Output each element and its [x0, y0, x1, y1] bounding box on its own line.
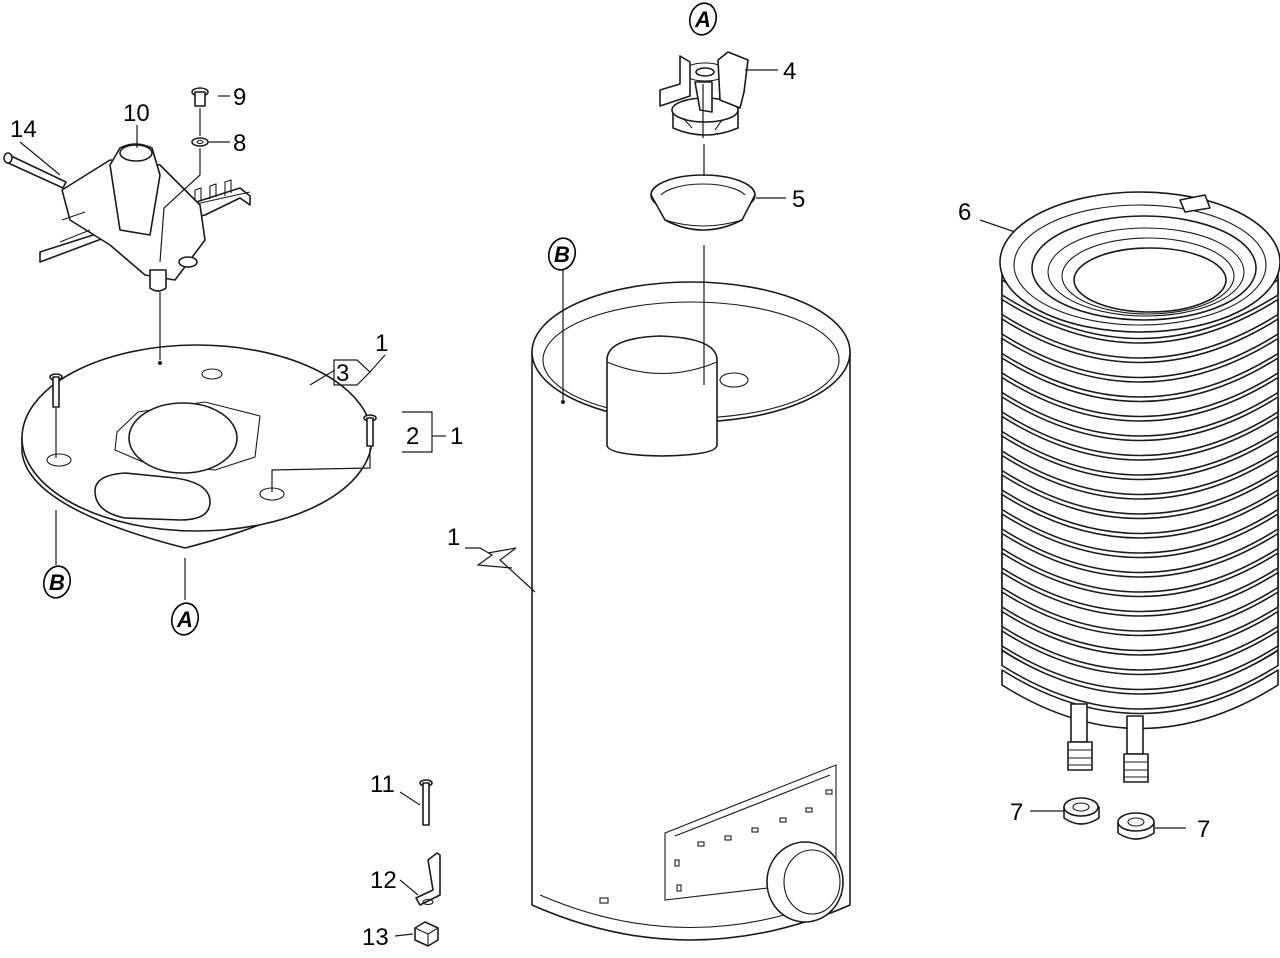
impeller-part: [659, 51, 749, 136]
ref-marker-a-plate: A: [170, 602, 200, 636]
base-plate: [21, 344, 373, 549]
callout-4: 4: [783, 58, 796, 85]
tank-cylinder: [531, 281, 851, 941]
callout-10: 10: [123, 100, 150, 127]
hex-nut-left: [1063, 797, 1100, 825]
callout-2: 2: [406, 423, 419, 450]
svg-text:A: A: [176, 607, 193, 632]
screw-part-9: [191, 87, 209, 107]
coil-fittings: [1063, 703, 1155, 840]
callout-5: 5: [792, 186, 805, 213]
callout-3: 3: [336, 360, 349, 387]
screw-part-2: [363, 414, 377, 447]
ref-marker-a-top: A: [688, 2, 718, 36]
svg-text:B: B: [49, 570, 65, 595]
callout-labels: 14 10 9 8 4 5 6 3 1 2 1 1 11 12 13 7 7: [10, 58, 1210, 951]
screw-part-11: [419, 779, 433, 826]
svg-text:B: B: [554, 242, 570, 267]
svg-text:A: A: [694, 7, 711, 32]
ref-marker-b-tank: B: [547, 237, 577, 271]
callout-11: 11: [370, 771, 395, 798]
callout-6: 6: [958, 199, 971, 226]
callout-9: 9: [233, 84, 246, 111]
clip-part-12: [415, 852, 441, 906]
callout-12: 12: [370, 867, 397, 894]
callout-13: 13: [362, 924, 389, 951]
ref-marker-b-plate: B: [42, 565, 72, 599]
hex-nut-right: [1117, 812, 1155, 840]
washer-part-8: [191, 137, 209, 147]
callout-1-tank: 1: [447, 524, 460, 551]
gasket-ring: [650, 174, 756, 231]
pin-left: [49, 373, 63, 408]
callout-8: 8: [233, 130, 246, 157]
callout-7-right: 7: [1197, 816, 1210, 843]
nut-part-13: [414, 921, 439, 947]
pin-part-14: [3, 152, 67, 189]
callout-1-mid: 1: [450, 423, 463, 450]
callout-1-top: 1: [375, 330, 388, 357]
bracket-assembly: [39, 143, 251, 292]
heat-exchanger-coil: [999, 191, 1280, 730]
leader-lines: [19, 69, 1186, 937]
callout-7-left: 7: [1010, 799, 1023, 826]
callout-14: 14: [10, 116, 37, 143]
